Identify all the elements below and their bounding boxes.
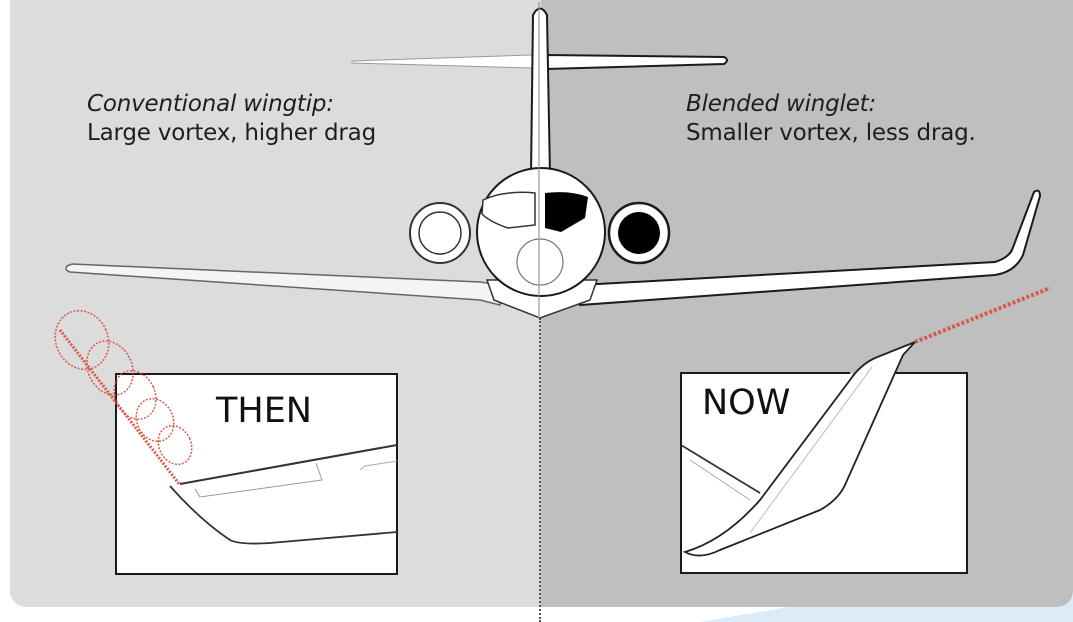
vertical-tail-fin (529, 7, 552, 176)
small-vortex (914, 286, 1051, 344)
blended-winglet-caption: Blended winglet: Smaller vortex, less dr… (686, 90, 976, 148)
conventional-wingtip-title: Conventional wingtip: (87, 91, 334, 117)
then-inset (54, 309, 398, 575)
right-wing-with-winglet (579, 189, 1042, 307)
now-label: NOW (702, 383, 791, 423)
blended-winglet-title: Blended winglet: (686, 91, 877, 117)
large-vortex (54, 309, 193, 486)
then-label: THEN (216, 391, 312, 431)
conventional-wingtip-caption: Conventional wingtip: Large vortex, high… (87, 90, 376, 148)
horizontal-stabilizer (351, 53, 728, 71)
left-cockpit-window (481, 191, 536, 229)
left-engine (409, 202, 471, 264)
left-wing (65, 263, 501, 306)
right-engine (607, 201, 671, 265)
blended-winglet-description: Smaller vortex, less drag. (686, 120, 976, 146)
conventional-wingtip-description: Large vortex, higher drag (87, 120, 376, 146)
winglet-blade (682, 341, 916, 557)
now-inset (680, 286, 1051, 574)
fuselage (476, 2, 606, 319)
center-divider-line (539, 318, 541, 622)
right-cockpit-window (545, 192, 588, 232)
